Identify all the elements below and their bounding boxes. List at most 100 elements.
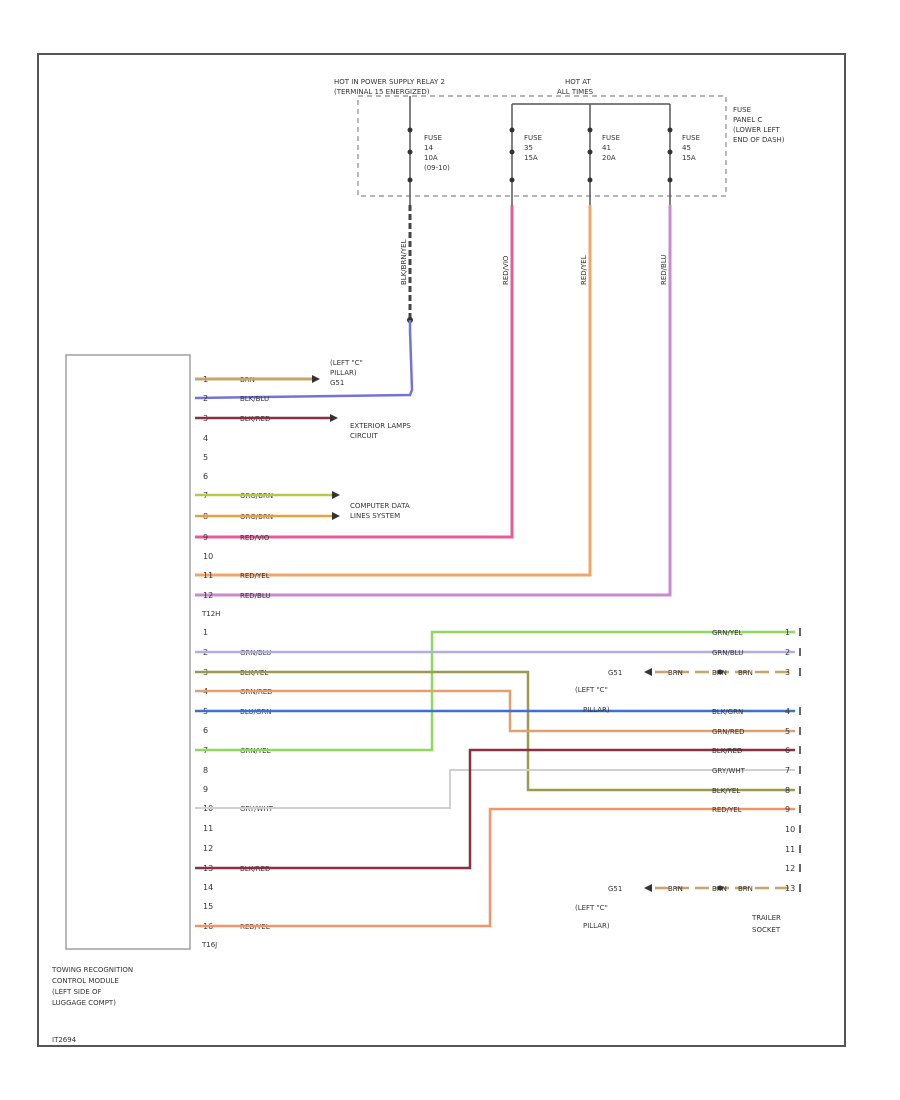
connector2-pin-6: 6 [203, 726, 208, 735]
connector1-pin-9: 9 [203, 533, 208, 542]
module-label-line3: (LEFT SIDE OF [52, 988, 102, 996]
connector2-pins: 12GRN/BLU3BLK/YEL4GRN/RED5BLU/GRN67GRN/Y… [203, 628, 274, 931]
fuse-41-name: FUSE [602, 134, 620, 142]
wire-red-blu [195, 205, 672, 597]
ground-upper-name: G51 [608, 669, 622, 677]
ground-lower-wire2: BRN [738, 885, 753, 893]
socket-pin-7: 7 [785, 766, 790, 775]
fuse-35: FUSE 35 15A [509, 127, 542, 205]
connector1-wire-label-11: RED/YEL [240, 572, 270, 580]
ground-lower-line2: PILLAR) [583, 922, 610, 930]
ext-lamps-line1: EXTERIOR LAMPS [350, 422, 411, 430]
fuse-35-amps: 15A [524, 154, 538, 162]
connector1-pin-4: 4 [203, 434, 208, 443]
connector2-pin-8: 8 [203, 766, 208, 775]
socket-pin-6: 6 [785, 746, 790, 755]
computer-data-line2: LINES SYSTEM [350, 512, 400, 520]
socket-wire-label-9: RED/YEL [712, 806, 742, 814]
connector2-pin-12: 12 [203, 844, 213, 853]
socket-pin-8: 8 [785, 786, 790, 795]
fuse-41-number: 41 [602, 144, 611, 152]
socket-pin-9: 9 [785, 805, 790, 814]
hot-relay-label-line1: HOT IN POWER SUPPLY RELAY 2 [334, 78, 445, 86]
fuse-14-extra: (09-10) [424, 164, 450, 172]
socket-pin-12: 12 [785, 864, 795, 873]
ground-upper-line2: PILLAR) [583, 706, 610, 714]
ground-g51-upper: G51 (LEFT "C" PILLAR) BRN BRN [575, 668, 795, 714]
wire-blk-blu [194, 320, 414, 400]
ext-lamps-arrow [330, 414, 338, 422]
socket-wire-label-6: BLK/RED [712, 747, 742, 755]
socket-pin-5: 5 [785, 727, 790, 736]
socket-pin-1: 1 [785, 628, 790, 637]
footer-code: IT2694 [52, 1036, 77, 1044]
fuse-14: FUSE 14 10A (09-10) [407, 127, 450, 205]
connector1-wire-label-12: RED/BLU [240, 592, 271, 600]
connector2-pin-1: 1 [203, 628, 208, 637]
ground-lower-wire1: BRN [668, 885, 683, 893]
fuse-45-number: 45 [682, 144, 691, 152]
connector1-label: T12H [201, 610, 220, 618]
socket-wire-label-5: GRN/RED [712, 728, 745, 736]
fuse-panel-line4: END OF DASH) [733, 136, 785, 144]
module-label-line4: LUGGAGE COMPT) [52, 999, 116, 1007]
socket-pin-4: 4 [785, 707, 790, 716]
diagram-border [37, 53, 846, 1047]
fuse-14-number: 14 [424, 144, 433, 152]
hot-at-label-line2: ALL TIMES [557, 88, 594, 96]
socket-wire-label-4: BLK/GRN [712, 708, 743, 716]
g51-label-line2: PILLAR) [330, 369, 357, 377]
ground-g51-lower: G51 (LEFT "C" PILLAR) BRN BRN [575, 884, 795, 930]
socket-pin-10: 10 [785, 825, 795, 834]
ground-upper-wire1: BRN [668, 669, 683, 677]
connector1-pin-12: 12 [203, 591, 213, 600]
ground-lower-name: G51 [608, 885, 622, 893]
g51-label-line1: (LEFT "C" [330, 359, 363, 367]
fuse-41-amps: 20A [602, 154, 616, 162]
socket-pin-3: 3 [785, 668, 790, 677]
wire-blk-red-2 [195, 748, 795, 870]
towing-module-box [65, 354, 191, 950]
connector1-pin-10: 10 [203, 552, 213, 561]
wire-fuse45-label: RED/BLU [660, 254, 668, 285]
fuse-panel-line2: PANEL C [733, 116, 762, 124]
fuse-14-amps: 10A [424, 154, 438, 162]
connector1-pin-11: 11 [203, 571, 213, 580]
connector2-pin-14: 14 [203, 883, 213, 892]
connector1-wire-label-9: RED/VIO [240, 534, 270, 542]
ground-arrow [312, 375, 320, 383]
connector2-label: T16J [201, 941, 217, 949]
ground-upper-line1: (LEFT "C" [575, 686, 608, 694]
trailer-socket-line1: TRAILER [751, 914, 781, 922]
socket-wire-label-7: GRY/WHT [712, 767, 746, 775]
wire-red-vio [195, 205, 514, 539]
ground-lower-line1: (LEFT "C" [575, 904, 608, 912]
computer-data-line1: COMPUTER DATA [350, 502, 410, 510]
fuse-panel-line3: (LOWER LEFT [733, 126, 781, 134]
module-label-line2: CONTROL MODULE [52, 977, 119, 985]
fuse-45-name: FUSE [682, 134, 700, 142]
connector1-pins: 1BRN2BLK/BLU3BLK/RED4567ORG/BRN8ORG/BRN9… [203, 375, 273, 600]
connector2-pin-15: 15 [203, 902, 213, 911]
wire-red-yel [195, 205, 592, 577]
socket-pin-11: 11 [785, 845, 795, 854]
socket-wire-label-1: GRN/YEL [712, 629, 743, 637]
socket-wire-label-8: BLK/YEL [712, 787, 740, 795]
hot-relay-label-line2: (TERMINAL 15 ENERGIZED) [334, 88, 430, 96]
module-label-line1: TOWING RECOGNITION [51, 966, 133, 974]
connector1-pin-2: 2 [203, 394, 208, 403]
connector1-pin-5: 5 [203, 453, 208, 462]
socket-pin-13: 13 [785, 884, 795, 893]
socket-wire-label-3: BRN [712, 669, 727, 677]
fuse-41: FUSE 41 20A [587, 127, 620, 205]
connector1-pin-6: 6 [203, 472, 208, 481]
wire-gry-wht [195, 769, 795, 809]
fuse-35-number: 35 [524, 144, 533, 152]
wire-fuse35-label: RED/VIO [502, 255, 510, 285]
connector2-pin-9: 9 [203, 785, 208, 794]
connector2-pin-11: 11 [203, 824, 213, 833]
fuse-45-amps: 15A [682, 154, 696, 162]
socket-wire-label-2: GRN/BLU [712, 649, 743, 657]
